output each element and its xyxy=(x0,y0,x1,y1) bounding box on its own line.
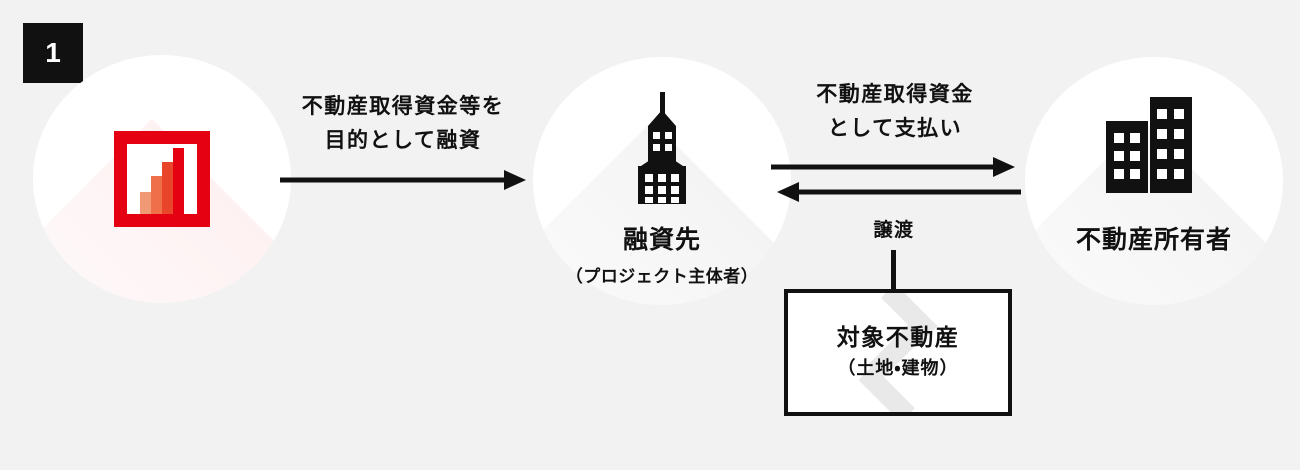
arrow-transfer-left xyxy=(774,180,1022,204)
skyscraper-icon xyxy=(638,92,686,204)
office-buildings-icon xyxy=(1106,97,1192,193)
bar-chart-bar-2 xyxy=(151,176,162,214)
flow-label-loan: 不動産取得資金等を 目的として融資 xyxy=(280,90,526,158)
arrow-payment-right xyxy=(770,155,1016,179)
bar-chart-icon xyxy=(114,131,210,227)
bar-chart-bar-1 xyxy=(140,192,151,214)
flow-label-payment-line1: 不動産取得資金 xyxy=(816,83,974,106)
node-lender xyxy=(33,55,291,303)
flow-label-loan-line2: 目的として融資 xyxy=(324,129,482,152)
arrow-loan-right xyxy=(279,168,527,192)
owner-node-inner: 不動産所有者 xyxy=(1025,57,1283,305)
flow-label-payment: 不動産取得資金 として支払い xyxy=(772,78,1018,146)
step-number-text: 1 xyxy=(45,37,61,68)
node-owner: 不動産所有者 xyxy=(1025,57,1283,305)
lender-node-inner xyxy=(33,55,291,303)
owner-label-main: 不動産所有者 xyxy=(1075,226,1232,254)
bar-chart-bar-3 xyxy=(162,162,173,214)
node-borrower: 融資先 （プロジェクト主体者） xyxy=(533,57,791,305)
property-box-title: 対象不動産 xyxy=(836,323,960,350)
borrower-node-inner: 融資先 （プロジェクト主体者） xyxy=(533,57,791,305)
borrower-label-main: 融資先 xyxy=(622,226,701,254)
borrower-label-sub: （プロジェクト主体者） xyxy=(565,267,759,286)
property-box-subtitle: （土地・建物） xyxy=(837,358,959,379)
step-number-badge: 1 xyxy=(23,23,83,83)
transfer-label: 譲渡 xyxy=(873,220,915,241)
transfer-connector-line xyxy=(891,250,896,292)
bar-chart-bars xyxy=(127,144,197,214)
bar-chart-bar-4 xyxy=(173,148,184,214)
flow-label-payment-line2: として支払い xyxy=(827,117,963,140)
bar-chart-frame xyxy=(114,131,210,227)
property-box: 対象不動産 （土地・建物） xyxy=(784,289,1012,416)
flow-label-loan-line1: 不動産取得資金等を xyxy=(301,95,505,118)
property-box-text: 対象不動産 （土地・建物） xyxy=(788,293,1008,412)
